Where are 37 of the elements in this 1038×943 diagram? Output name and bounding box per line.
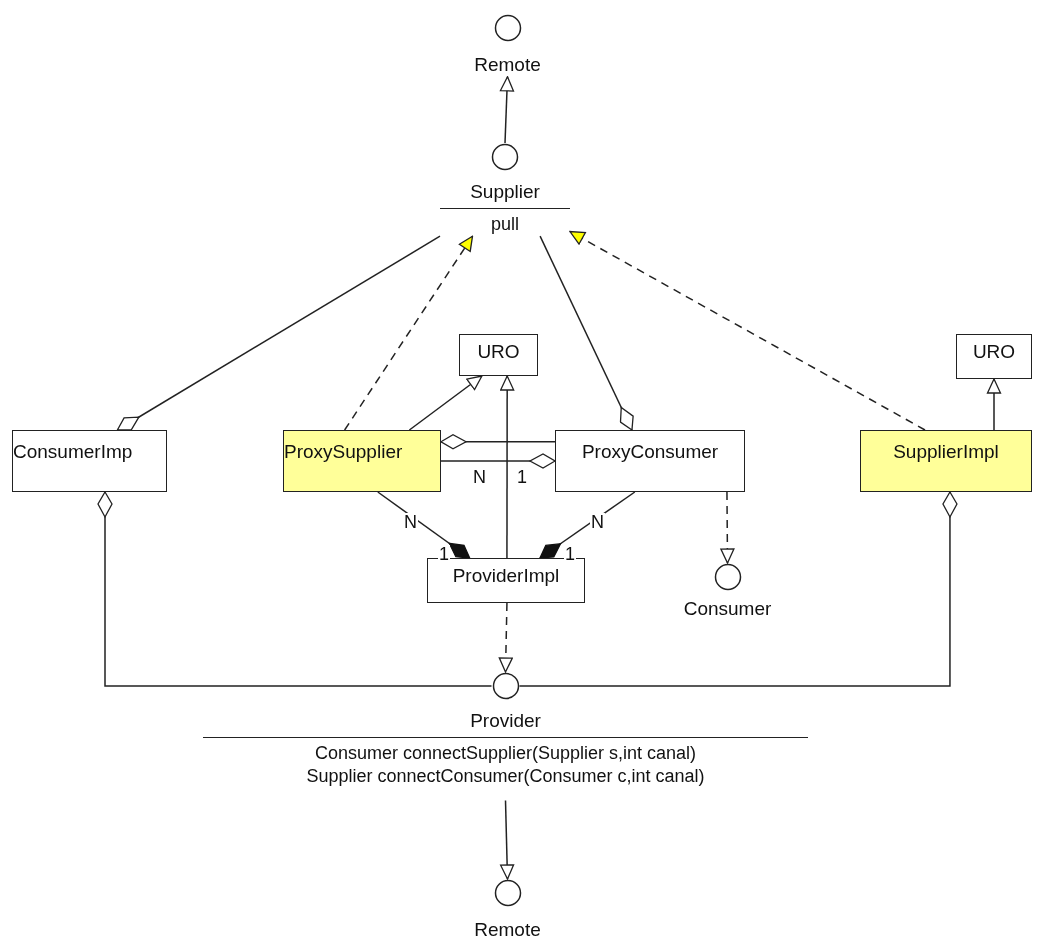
- operation-text: pull: [491, 212, 519, 236]
- arrow: [499, 76, 515, 144]
- class-box: URO: [459, 334, 538, 376]
- operation-text: Consumer connectSupplier(Supplier s,int canal): [314, 741, 697, 765]
- arrow: [986, 378, 1002, 431]
- class-box: URO: [956, 334, 1032, 379]
- multiplicity-label: N: [472, 468, 487, 486]
- multiplicity-label: 1: [438, 545, 450, 563]
- class-box: ProxySupplier: [283, 430, 441, 492]
- association-line: [97, 491, 493, 687]
- interface-name: Consumer: [683, 598, 772, 621]
- multiplicity-label: 1: [564, 545, 576, 563]
- interface-name: Remote: [474, 54, 541, 77]
- arrow: [569, 230, 926, 431]
- multiplicity-label: N: [590, 513, 605, 531]
- association-line: [440, 453, 556, 469]
- association-line: [440, 434, 556, 450]
- arrow: [500, 375, 515, 559]
- arrow: [343, 235, 474, 431]
- multiplicity-label: N: [403, 513, 418, 531]
- interface-name: Supplier: [470, 181, 540, 204]
- interface-name: Remote: [474, 919, 541, 942]
- association-line: [539, 491, 636, 559]
- association-line: [518, 491, 958, 687]
- association-line: [539, 235, 634, 431]
- association-line: [116, 235, 441, 431]
- class-box: SupplierImpl: [860, 430, 1032, 492]
- association-line: [377, 491, 471, 559]
- class-box: ProxyConsumer: [555, 430, 745, 492]
- arrow: [498, 602, 513, 673]
- operation-text: Supplier connectConsumer(Consumer c,int canal): [306, 765, 705, 789]
- class-box: ConsumerImp: [12, 430, 167, 492]
- arrow: [408, 375, 483, 431]
- arrow: [500, 799, 515, 880]
- multiplicity-label: 1: [516, 468, 528, 486]
- interface-name: Provider: [470, 710, 541, 733]
- arrow: [720, 491, 735, 564]
